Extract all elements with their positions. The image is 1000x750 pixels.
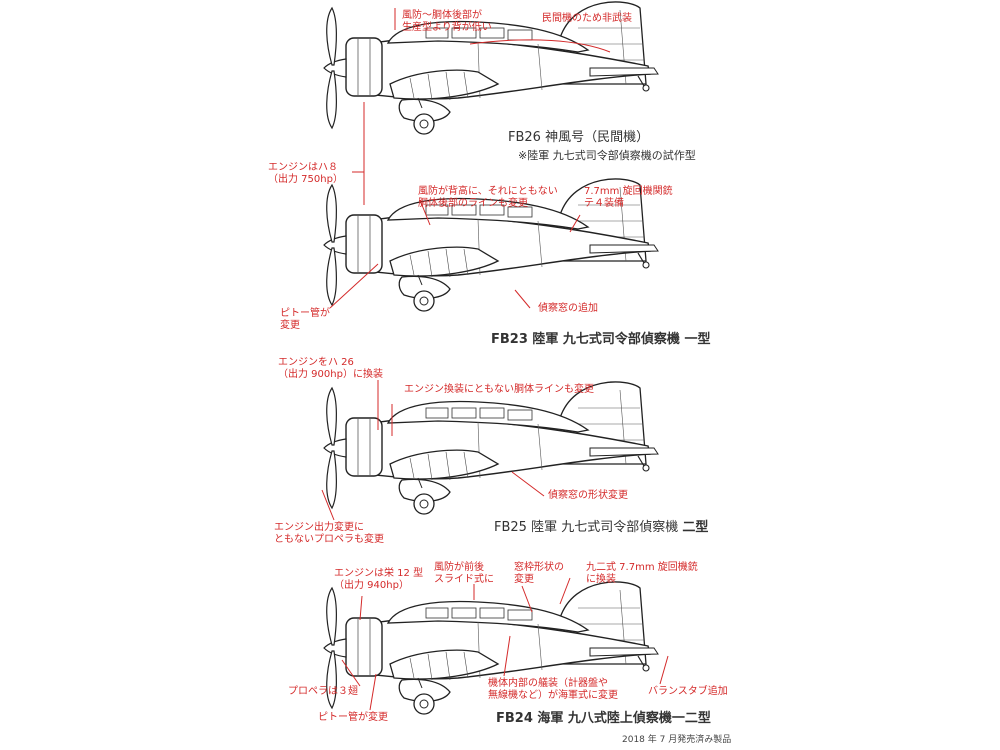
- annotation-fb24-tab: バランスタブ追加: [648, 686, 728, 697]
- annotation-fb23-gun: 7.7mm 旋回機関銃 テ４装備: [584, 186, 673, 209]
- annotation-fb26-engine: エンジンはハ８ （出力 750hp）: [268, 162, 343, 185]
- caption-fb25: FB25 陸軍 九七式司令部偵察機 二型: [494, 520, 709, 535]
- caption-fb23: FB23 陸軍 九七式司令部偵察機 一型: [491, 332, 711, 347]
- annotation-fb24-pitot: ピトー管が変更: [318, 712, 388, 723]
- annotation-fb23-canopy: 風防が背高に、それにともない 胴体後部のラインも変更: [418, 186, 558, 209]
- annotation-fb23-window: 偵察窓の追加: [538, 303, 598, 314]
- caption-fb24: FB24 海軍 九八式陸上偵察機一二型: [496, 711, 711, 726]
- annotation-fb24-interior: 機体内部の艤装（計器盤や 無線機など）が海軍式に変更: [488, 678, 618, 701]
- annotation-fb24-engine: エンジンは栄 12 型 （出力 940hp）: [334, 568, 424, 591]
- annotation-fb24-gun: 九二式 7.7mm 旋回機銃 に換装: [586, 562, 698, 585]
- subcaption-fb26: ※陸軍 九七式司令部偵察機の試作型: [518, 149, 696, 162]
- caption-fb26: FB26 神風号（民間機）: [508, 130, 650, 145]
- annotation-fb24-prop: プロペラは３翅: [288, 686, 358, 697]
- annotation-fb25-engine: エンジンをハ 26 （出力 900hp）に換装: [278, 357, 383, 380]
- annotation-fb25-window: 偵察窓の形状変更: [548, 490, 628, 501]
- footer-release-note: 2018 年 7 月発売済み製品: [622, 735, 732, 745]
- annotation-fb25-line: エンジン換装にともない胴体ラインも変更: [404, 384, 594, 395]
- annotation-fb26-civil: 民間機のため非武装: [542, 13, 632, 24]
- annotation-fb24-frame: 窓枠形状の 変更: [514, 562, 564, 585]
- annotation-fb23-pitot: ピトー管が 変更: [280, 308, 330, 331]
- annotation-fb25-prop: エンジン出力変更に ともないプロペラも変更: [274, 522, 384, 545]
- annotation-fb24-canopy: 風防が前後 スライド式に: [434, 562, 494, 585]
- annotation-leader-lines: [321, 8, 669, 711]
- annotation-fb26-canopy: 風防～胴体後部が 生産型より背が低い: [402, 10, 492, 33]
